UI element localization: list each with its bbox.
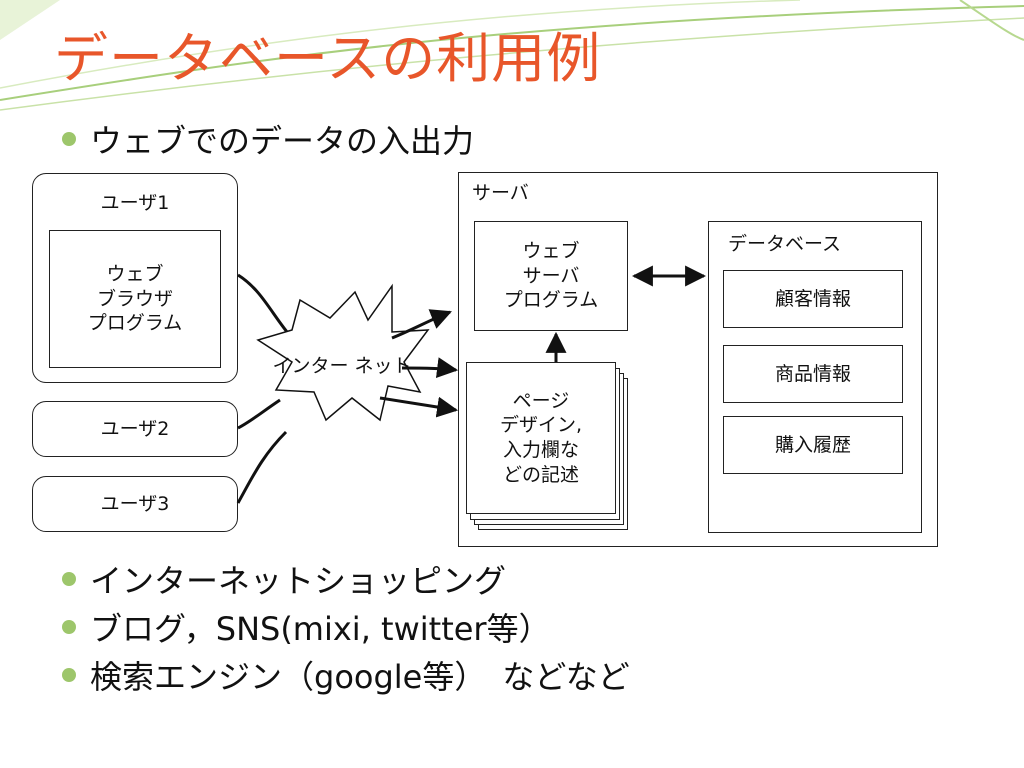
bullet-item: インターネットショッピング (62, 556, 506, 602)
user3-connector (236, 430, 288, 504)
header-decoration (0, 0, 1024, 111)
internet-to-web-server-arrow (391, 309, 452, 340)
bullet-text: 検索エンジン（google等） などなど (90, 658, 630, 696)
internet-label: インター ネット (272, 354, 412, 377)
db-table-product: 商品情報 (723, 345, 903, 403)
bullet-text: ブログ，SNS(mixi, twitter等） (90, 610, 551, 648)
internet-to-page-design-arrow-2 (379, 396, 459, 418)
bullet-text: インターネットショッピング (90, 562, 507, 600)
server-label: サーバ (472, 182, 529, 204)
bullet-dot-icon (62, 572, 76, 586)
internet-to-page-design-arrow-1 (401, 357, 459, 379)
web-browser-program-box: ウェブ ブラウザ プログラム (49, 230, 221, 368)
db-table-customer: 顧客情報 (723, 270, 903, 328)
internet-burst-icon (256, 283, 430, 422)
bullet-dot-icon (62, 620, 76, 634)
bullet-item: ブログ，SNS(mixi, twitter等） (62, 604, 551, 650)
slide-title: データベースの利用例 (54, 27, 602, 90)
user1-label: ユーザ1 (100, 192, 170, 214)
bullet-item: ウェブでのデータの入出力 (62, 116, 474, 162)
bullet-dot-icon (62, 132, 76, 146)
user2-box: ユーザ2 (32, 401, 238, 457)
db-table-purchase-history: 購入履歴 (723, 416, 903, 474)
user3-box: ユーザ3 (32, 476, 238, 532)
bullet-text: ウェブでのデータの入出力 (90, 122, 475, 160)
user1-connector (237, 273, 294, 339)
page-design-box: ページ デザイン, 入力欄な どの記述 (466, 362, 616, 514)
bullet-item: 検索エンジン（google等） などなど (62, 652, 630, 698)
user2-connector (237, 398, 281, 430)
database-label: データベース (728, 233, 842, 255)
bullet-dot-icon (62, 668, 76, 682)
web-server-program-box: ウェブ サーバ プログラム (474, 221, 628, 331)
